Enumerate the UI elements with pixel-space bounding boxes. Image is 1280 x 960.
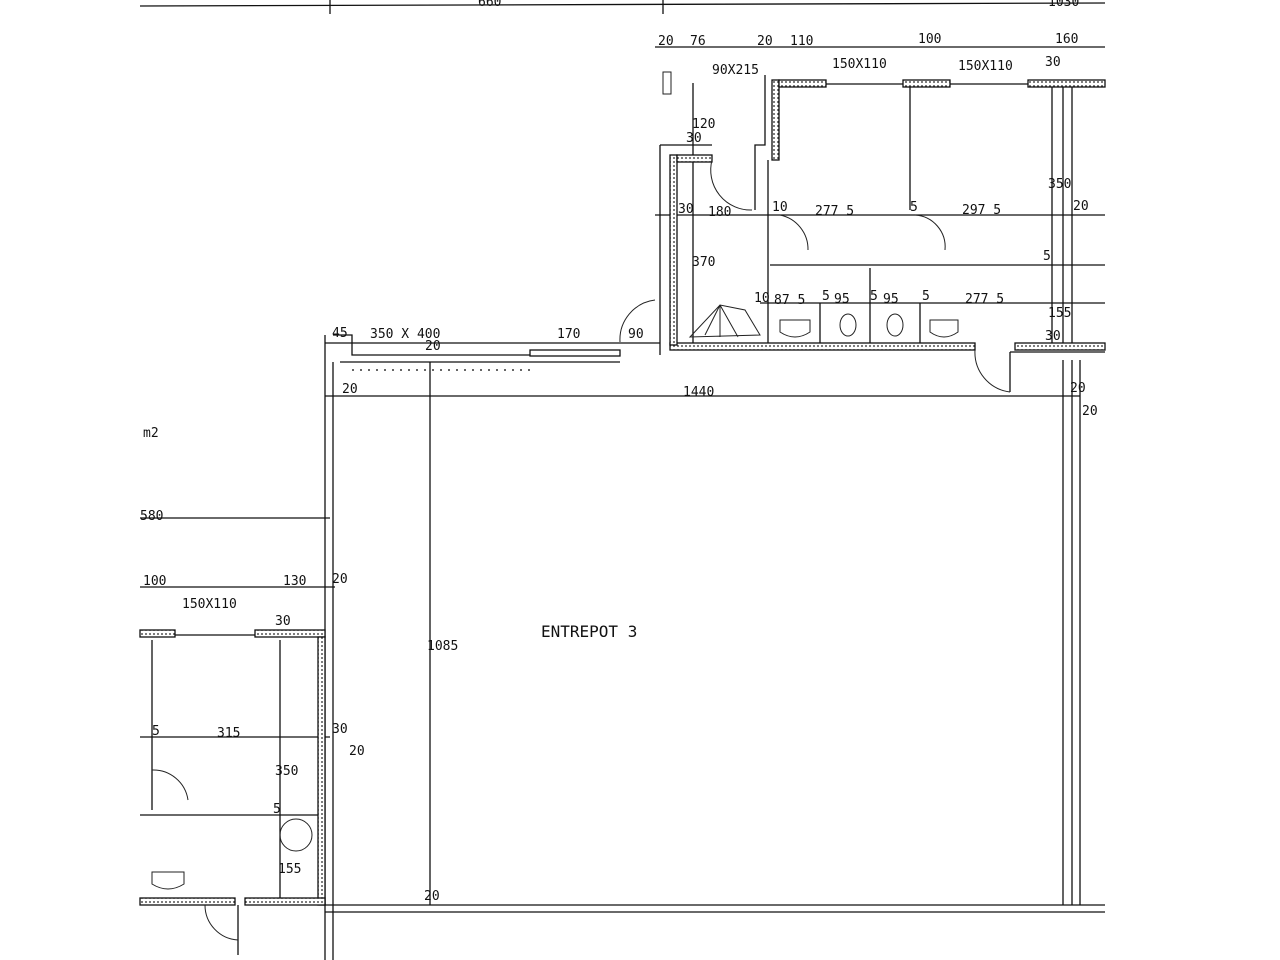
dimension-label: 5 <box>822 289 830 304</box>
dimension-label: 20 <box>1070 381 1086 396</box>
dimension-label: 110 <box>790 34 813 49</box>
dimension-label: 30 <box>1045 329 1061 344</box>
dimension-label: 150X110 <box>182 597 237 612</box>
fixtures <box>151 71 959 890</box>
toilet-icon <box>279 818 313 852</box>
dimension-label: 277 5 <box>965 292 1004 307</box>
sink-icon <box>779 319 811 338</box>
dimension-label: 350 X 400 <box>370 327 440 342</box>
dimension-label: 150X110 <box>958 59 1013 74</box>
dimension-label: 20 <box>349 744 365 759</box>
dimension-label: 297 5 <box>962 203 1001 218</box>
area-unit-label: m2 <box>143 426 159 441</box>
dimension-label: 1440 <box>683 385 714 400</box>
dimension-label: 76 <box>690 34 706 49</box>
dimension-label: 30 <box>686 131 702 146</box>
dimension-lines <box>139 0 1106 905</box>
dimension-label: 1030 <box>1048 0 1079 10</box>
dimension-label: 1085 <box>427 639 458 654</box>
dimension-label: 20 <box>658 34 674 49</box>
dimension-label: 10 <box>772 200 788 215</box>
sink-icon <box>929 319 959 338</box>
dimension-label: 10 <box>754 291 770 306</box>
dimension-label: 150X110 <box>832 57 887 72</box>
urinal-icon <box>886 313 904 337</box>
dimension-label: 100 <box>918 32 941 47</box>
urinal-icon <box>839 313 857 337</box>
dimension-label: 370 <box>692 255 715 270</box>
dimension-label: 45 <box>332 326 348 341</box>
dimension-label: 155 <box>1048 306 1071 321</box>
dimension-label: 5 <box>1043 249 1051 264</box>
dimension-label: 30 <box>678 202 694 217</box>
dimension-label: 130 <box>283 574 306 589</box>
dimension-label: 20 <box>424 889 440 904</box>
dimension-label: 580 <box>140 509 163 524</box>
dimension-label: 30 <box>332 722 348 737</box>
dimension-label: 5 <box>152 724 160 739</box>
room-label: ENTREPOT 3 <box>541 622 637 641</box>
doors <box>151 159 1011 941</box>
dimension-label: 5 <box>910 200 918 215</box>
dimension-label: 180 <box>708 205 731 220</box>
dimension-label: 155 <box>278 862 301 877</box>
dimension-label: 350 <box>275 764 298 779</box>
dimension-label: 100 <box>143 574 166 589</box>
dimension-label: 20 <box>342 382 358 397</box>
dimension-label: 30 <box>275 614 291 629</box>
dimension-label: 170 <box>557 327 580 342</box>
dimension-label: 5 <box>922 289 930 304</box>
dimension-label: 20 <box>332 572 348 587</box>
dimension-label: 95 <box>883 292 899 307</box>
staircase-icon <box>688 304 761 338</box>
dimension-label: 20 <box>1082 404 1098 419</box>
dimension-label: 277 5 <box>815 204 854 219</box>
dimension-label: 315 <box>217 726 240 741</box>
dimension-label: 120 <box>692 117 715 132</box>
dimension-label: 20 <box>757 34 773 49</box>
dimension-label: 660 <box>478 0 501 10</box>
dimension-label: 160 <box>1055 32 1078 47</box>
dimension-label: 90 <box>628 327 644 342</box>
dimension-label: 87 5 <box>774 293 805 308</box>
dimension-label: 30 <box>1045 55 1061 70</box>
dimension-label: 5 <box>870 289 878 304</box>
dimension-label: 95 <box>834 292 850 307</box>
dimension-label: 20 <box>425 339 441 354</box>
dimension-label: 20 <box>1073 199 1089 214</box>
dimension-label: 350 <box>1048 177 1071 192</box>
walls <box>139 75 1106 960</box>
dimension-label: 90X215 <box>712 63 759 78</box>
dimension-label: 5 <box>273 802 281 817</box>
sink-icon <box>151 871 185 890</box>
